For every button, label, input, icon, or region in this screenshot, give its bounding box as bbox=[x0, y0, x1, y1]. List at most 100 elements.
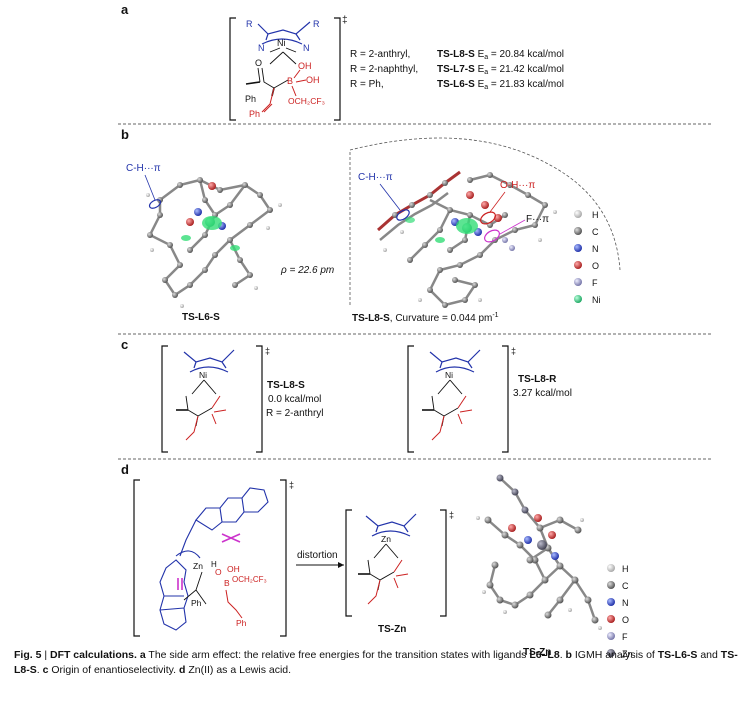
panel-a-ph2: Ph bbox=[249, 109, 260, 119]
panel-b: b C-H bbox=[121, 127, 621, 324]
legend-b-swatch-h bbox=[574, 210, 582, 218]
caption-b-ts1: TS-L6-S bbox=[657, 649, 698, 661]
panel-c-right-name: TS-L8-R bbox=[518, 374, 557, 385]
legend-d-swatch-h bbox=[607, 564, 615, 572]
panel-a-oh1: OH bbox=[298, 61, 312, 71]
panel-b-ch-pi-right: C-H···π bbox=[358, 172, 393, 183]
legend-b-label-n: N bbox=[592, 244, 599, 254]
molecule-model-ts-l8-s bbox=[377, 170, 557, 308]
panel-a: a ‡ R R N N Ni O Ph B OH OH OCH₂ bbox=[121, 2, 564, 121]
caption-a-end: . bbox=[559, 649, 566, 661]
panel-a-och2cf3: OCH₂CF₃ bbox=[288, 96, 325, 106]
panel-c-left-dagger: ‡ bbox=[265, 346, 270, 356]
panel-a-oh2: OH bbox=[306, 75, 320, 85]
legend-d-swatch-o bbox=[607, 615, 615, 623]
legend-d-swatch-c bbox=[607, 581, 615, 589]
panel-c-left-metal: Ni bbox=[199, 370, 207, 380]
caption-c-text: Origin of enantioselectivity. bbox=[48, 664, 179, 676]
molecule-model-ts-zn bbox=[476, 474, 602, 630]
panel-c-letter: c bbox=[121, 337, 128, 352]
steric-clash-icon-2 bbox=[177, 578, 183, 590]
panel-a-ea-line-2: TS-L7-S Ea = 21.42 kcal/mol bbox=[437, 64, 564, 76]
panel-d-b: B bbox=[224, 578, 230, 588]
panel-a-n1: N bbox=[258, 43, 265, 53]
legend-d-label-o: O bbox=[622, 615, 629, 625]
panel-d-letter: d bbox=[121, 462, 129, 477]
panel-b-letter: b bbox=[121, 127, 129, 142]
panel-a-n2: N bbox=[303, 43, 310, 53]
panel-a-ea-line-1: TS-L8-S Ea = 20.84 kcal/mol bbox=[437, 49, 564, 61]
panel-b-rho: ρ = 22.6 pm bbox=[280, 265, 334, 276]
panel-b-ch-pi-left-pointer bbox=[144, 174, 156, 201]
legend-b-swatch-n bbox=[574, 244, 582, 252]
distortion-label: distortion bbox=[297, 550, 338, 561]
panel-c-left-r: R = 2-anthryl bbox=[266, 408, 324, 419]
panel-c: c ‡ Ni TS-L8-S 0.0 kcal/mol R = 2-anthry… bbox=[121, 337, 572, 453]
legend-d-label-zn: Zn bbox=[622, 649, 633, 659]
caption-a-ligands: L6–L8 bbox=[529, 649, 560, 661]
legend-b-label-ni: Ni bbox=[592, 295, 601, 305]
caption-title: DFT calculations. bbox=[49, 649, 137, 661]
panel-a-r-right: R bbox=[313, 19, 320, 29]
panel-d-o: O bbox=[215, 567, 222, 577]
panel-c-right-energy: 3.27 kcal/mol bbox=[513, 388, 572, 399]
legend-d-label-n: N bbox=[622, 598, 629, 608]
panel-b-ch-pi-left: C-H···π bbox=[126, 163, 161, 174]
panel-d-oh: OH bbox=[227, 564, 240, 574]
panel-c-structure-s: ‡ Ni bbox=[161, 345, 270, 453]
panel-d-atom-legend: H C N O F Zn bbox=[607, 564, 633, 659]
legend-d-swatch-zn bbox=[607, 649, 615, 657]
legend-b-label-o: O bbox=[592, 261, 599, 271]
caption-d-letter: d bbox=[179, 664, 186, 676]
caption-b-and: and bbox=[697, 649, 721, 661]
caption-a-letter: a bbox=[139, 649, 146, 661]
legend-b-swatch-ni bbox=[574, 295, 582, 303]
legend-d-swatch-n bbox=[607, 598, 615, 606]
panel-a-b: B bbox=[287, 76, 293, 86]
panel-d-structure-ts-zn: ‡ Zn bbox=[345, 509, 454, 617]
panel-d-och2cf3: OCH₂CF₃ bbox=[232, 575, 267, 584]
panel-d-ph-right: Ph bbox=[236, 618, 247, 628]
caption-b-text: IGMH analysis of bbox=[571, 649, 658, 661]
legend-d-swatch-f bbox=[607, 632, 615, 640]
panel-c-right-dagger: ‡ bbox=[511, 346, 516, 356]
legend-d-label-f: F bbox=[622, 632, 628, 642]
panel-b-ch-pi-right-pointer bbox=[379, 183, 401, 211]
panel-b-right-label: TS-L8-S, Curvature = 0.044 pm-1 bbox=[352, 312, 499, 324]
panel-d-ph-left: Ph bbox=[191, 598, 202, 608]
legend-b-label-c: C bbox=[592, 227, 599, 237]
panel-a-ph: Ph bbox=[245, 94, 256, 104]
molecule-model-ts-l6-s bbox=[146, 177, 282, 308]
caption-fig-number: Fig. 5 bbox=[14, 649, 42, 661]
panel-a-ea-line-3: TS-L6-S Ea = 21.83 kcal/mol bbox=[437, 79, 564, 91]
caption-b-ts2: TS-L8-S bbox=[14, 649, 738, 676]
panel-a-r-left: R bbox=[246, 19, 253, 29]
figure-caption: Fig. 5 | DFT calculations. a The side ar… bbox=[14, 648, 738, 678]
caption-separator: | bbox=[41, 649, 50, 661]
panel-d-right-label: TS-Zn bbox=[523, 647, 551, 658]
arrow-head-icon bbox=[338, 562, 344, 568]
caption-b-end: . bbox=[36, 664, 43, 676]
caption-a-text: The side arm effect: the relative free e… bbox=[145, 649, 530, 661]
panel-a-metal: Ni bbox=[277, 38, 286, 48]
panel-a-letter: a bbox=[121, 2, 129, 17]
panel-c-left-energy: 0.0 kcal/mol bbox=[268, 394, 321, 405]
panel-b-atom-legend: H C N O F Ni bbox=[574, 210, 601, 305]
panel-b-oh-pi-pointer bbox=[489, 191, 506, 213]
steric-clash-icon bbox=[221, 533, 241, 543]
legend-d-label-c: C bbox=[622, 581, 629, 591]
panel-d-middle-dagger: ‡ bbox=[449, 510, 454, 520]
panel-d-left-metal: Zn bbox=[193, 561, 203, 571]
legend-b-label-h: H bbox=[592, 210, 599, 220]
panel-a-r-line-2: R = 2-naphthyl, bbox=[350, 64, 418, 75]
legend-b-label-f: F bbox=[592, 278, 598, 288]
panel-a-dagger: ‡ bbox=[342, 15, 348, 26]
panel-a-structure: ‡ R R N N Ni O Ph B OH OH OCH₂CF₃ Ph bbox=[229, 15, 348, 121]
caption-d-text: Zn(II) as a Lewis acid. bbox=[185, 664, 292, 676]
panel-b-curvature-arc bbox=[349, 137, 621, 305]
legend-b-swatch-c bbox=[574, 227, 582, 235]
panel-a-r-line-3: R = Ph, bbox=[350, 79, 384, 90]
panel-d-middle-metal: Zn bbox=[381, 534, 391, 544]
panel-b-f-pi: F···π bbox=[526, 214, 549, 225]
